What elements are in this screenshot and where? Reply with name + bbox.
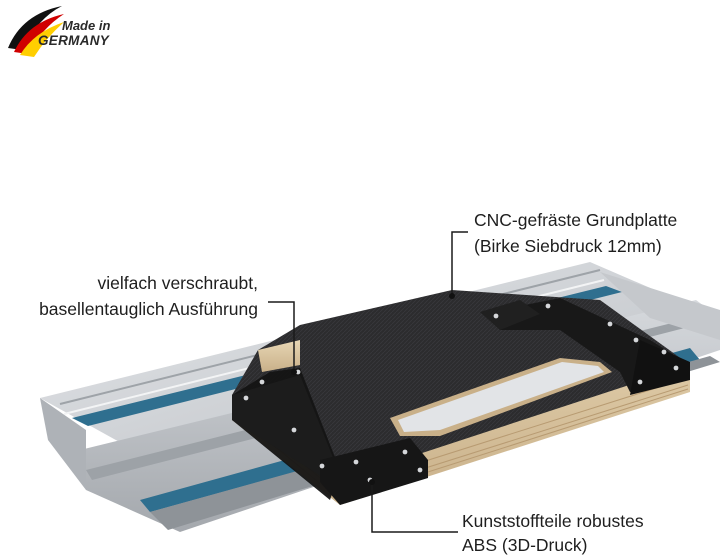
plastic-annotation-line-2: ABS (3D-Druck) [462,535,588,555]
badge-line-2: GERMANY [38,33,110,48]
baseplate-annotation-line-1: CNC-gefräste Grundplatte [474,210,678,230]
plastic-callout-line [371,484,458,533]
screw-heads [243,303,679,483]
badge-line-1: Made in [62,18,111,33]
plastic-annotation-line-1: Kunststoffteile robustes [462,511,644,531]
baseplate-callout-dot [449,293,455,299]
flag-swoosh-icon [8,6,64,57]
plastic-callout-dot [369,479,375,485]
screws-callout-line [268,301,295,370]
callout-lines [268,231,468,533]
baseplate-annotation-line-2: (Birke Siebdruck 12mm) [474,236,662,256]
screws-callout-dot [291,369,297,375]
abs-parts [232,298,690,505]
baseplate-callout-line [451,231,468,294]
screws-annotation-line-1: vielfach verschraubt, [97,273,259,293]
screws-annotation-line-2: basellentauglich Ausführung [39,299,258,319]
made-in-germany-badge [8,6,64,57]
